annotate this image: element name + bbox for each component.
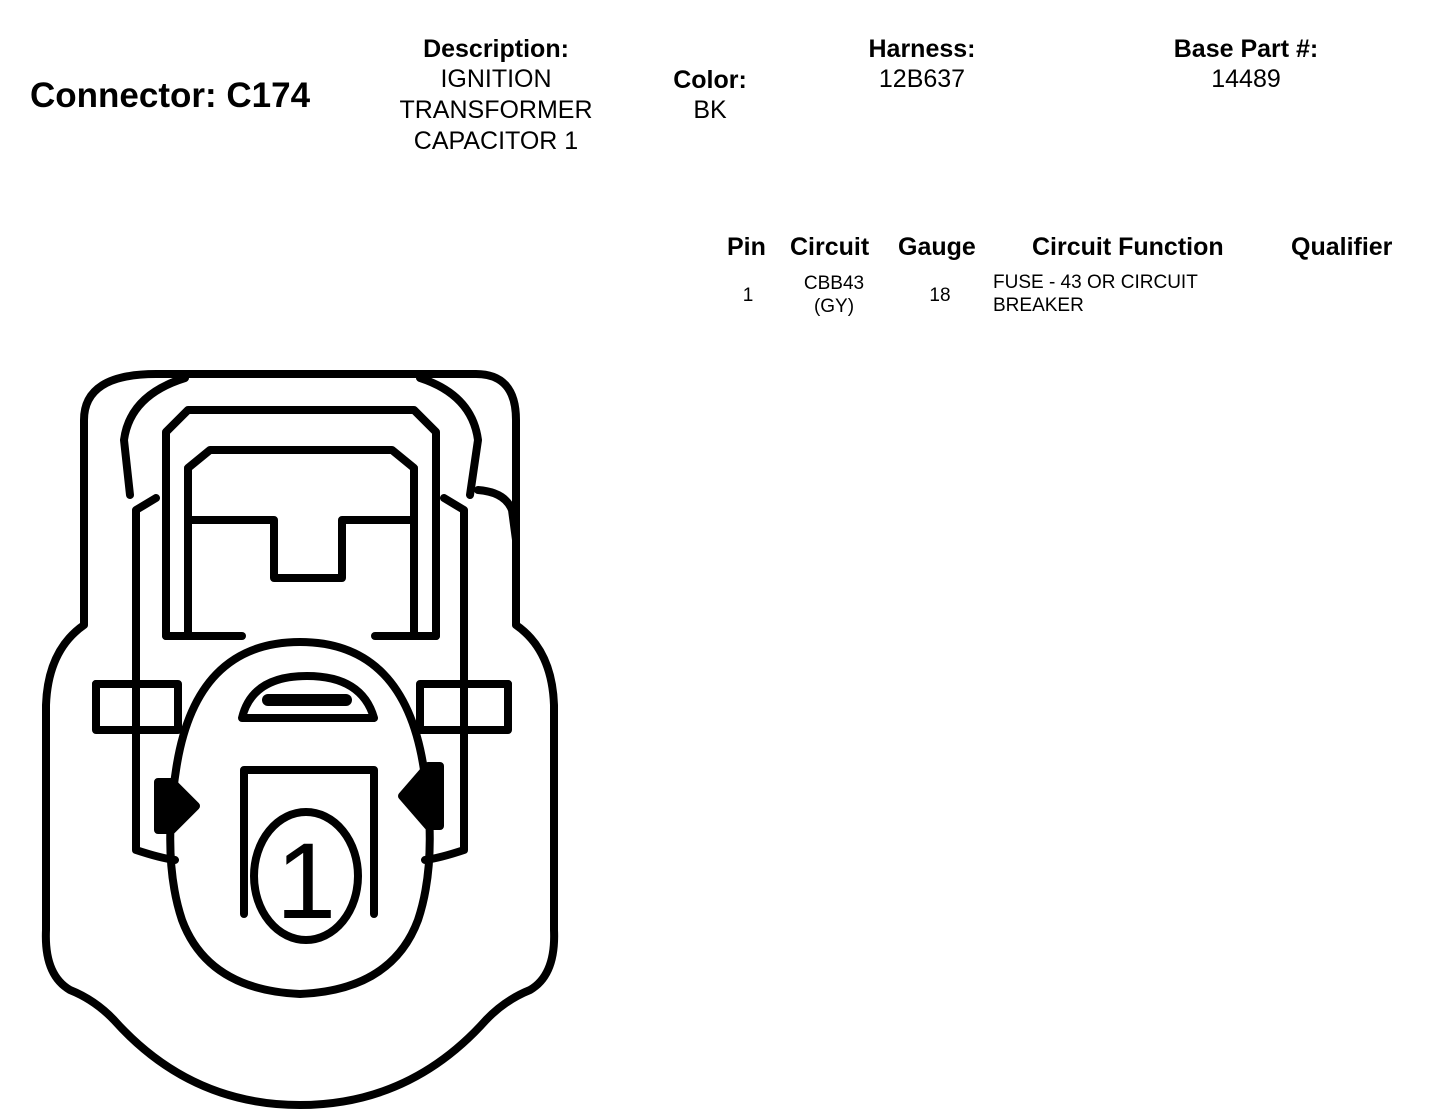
description-line-2: TRANSFORMER: [399, 96, 593, 124]
housing-notch-right: [474, 486, 520, 544]
row-circuit: CBB43 (GY): [784, 272, 884, 318]
table-header-pin: Pin: [727, 233, 766, 261]
base-part-block: Base Part #: 14489: [1146, 34, 1346, 95]
row-function-line-1: FUSE - 43 OR CIRCUIT: [993, 272, 1198, 293]
color-block: Color: BK: [640, 65, 780, 126]
harness-block: Harness: 12B637: [822, 34, 1022, 95]
description-line-3: CAPACITOR 1: [413, 127, 579, 155]
lock-tab-left-edge: [92, 680, 140, 734]
table-header-circuit-function: Circuit Function: [1032, 233, 1224, 261]
latch-frame-outer: [162, 406, 440, 640]
housing-rib-right: [416, 374, 482, 499]
pin-1-label: 1: [276, 820, 336, 941]
terminal-cavity-outline: [166, 638, 434, 998]
harness-value: 12B637: [878, 65, 966, 93]
harness-label: Harness:: [868, 35, 976, 63]
color-label: Color:: [673, 66, 747, 94]
row-function-line-2: BREAKER: [993, 295, 1084, 316]
row-pin: 1: [742, 285, 754, 306]
row-circuit-function: FUSE - 43 OR CIRCUIT BREAKER: [993, 271, 1273, 317]
color-value: BK: [693, 96, 727, 124]
row-gauge: 18: [929, 285, 951, 306]
table-header-gauge: Gauge: [898, 233, 976, 261]
housing-rib-left: [120, 374, 189, 499]
description-line-1: IGNITION: [440, 65, 552, 93]
row-circuit-line-2: (GY): [813, 296, 855, 317]
base-part-label: Base Part #:: [1173, 35, 1319, 63]
table-header-qualifier: Qualifier: [1291, 233, 1393, 261]
connector-title: Connector: C174: [30, 76, 311, 115]
lock-tab-right: [416, 680, 512, 734]
description-block: Description: IGNITION TRANSFORMER CAPACI…: [376, 34, 616, 157]
pin-1-cavity: [240, 766, 378, 918]
polarization-key-left: [154, 778, 200, 834]
base-part-value: 14489: [1211, 65, 1281, 93]
housing-outer-outline: [41, 370, 559, 1109]
key-dome: [238, 672, 378, 722]
latch-tab: [184, 516, 418, 582]
row-circuit-line-1: CBB43: [803, 273, 865, 294]
latch-frame-inner: [184, 446, 418, 640]
description-label: Description:: [423, 35, 569, 63]
table-header-circuit: Circuit: [790, 233, 870, 261]
lock-tab-right-edge: [460, 680, 512, 734]
pin-1-terminal: [250, 808, 362, 944]
polarization-key-right: [398, 762, 444, 830]
